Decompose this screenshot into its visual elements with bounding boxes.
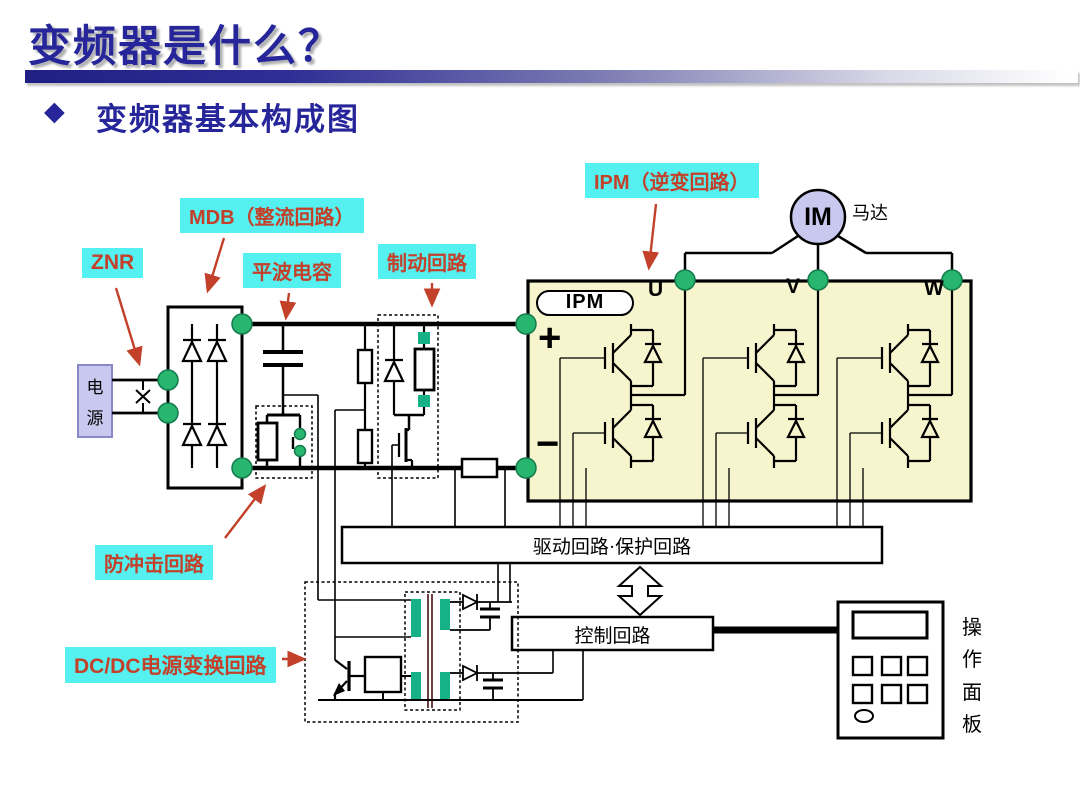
label-mdb: MDB（整流回路） <box>180 198 364 233</box>
relay-contact <box>291 415 302 468</box>
transformer-box <box>404 591 461 711</box>
plus-terminal-label: + <box>538 316 562 360</box>
label-dcdc: DC/DC电源变换回路 <box>65 647 276 683</box>
transformer <box>411 599 450 700</box>
ipm-module <box>526 279 973 527</box>
ipm-name-pill <box>536 290 634 316</box>
znr-varistor <box>135 380 151 413</box>
phase-w-label: W <box>924 277 944 300</box>
section-heading: 变频器基本构成图 <box>96 102 360 137</box>
igbt-leg-w <box>836 324 940 527</box>
motor <box>683 188 954 280</box>
power-source-box <box>77 364 113 438</box>
dcdc-output-upper <box>450 563 512 631</box>
motor-circle <box>789 188 847 246</box>
pwm-control-block <box>363 655 403 694</box>
motor-name: IM <box>804 203 832 231</box>
control-circuit-label: 控制回路 <box>574 626 651 647</box>
sense-lines <box>454 468 506 527</box>
page-title: 变频器是什么？ <box>28 23 343 71</box>
brake-resistor <box>413 347 436 392</box>
label-smoothing-cap: 平波电容 <box>243 253 341 288</box>
bidirectional-arrow-icon <box>616 565 664 617</box>
operation-panel <box>836 600 945 740</box>
inrush-circuit <box>255 405 313 479</box>
label-znr: ZNR <box>82 248 144 278</box>
igbt-leg-u <box>559 324 663 527</box>
ipm-pill-label: IPM <box>565 291 605 313</box>
arrow-smoothing-cap <box>279 292 297 321</box>
dcdc-converter <box>304 563 584 723</box>
arrow-inrush <box>224 484 267 539</box>
power-input <box>77 364 168 438</box>
rectifier-bridge <box>166 305 244 490</box>
title-rule <box>25 70 1078 83</box>
drive-protect-label: 驱动回路·保护回路 <box>532 537 692 558</box>
label-inrush: 防冲击回路 <box>95 545 213 580</box>
bullet-diamond-icon: ◆ <box>44 96 65 126</box>
panel-oval-key <box>854 709 874 723</box>
arrow-ipm <box>642 203 660 271</box>
motor-label: 马达 <box>852 203 888 223</box>
phase-v-label: V <box>786 275 801 298</box>
rectifier-diodes <box>181 338 228 447</box>
panel-display <box>851 610 929 640</box>
smoothing-capacitor <box>263 324 319 600</box>
voltage-divider <box>334 324 374 660</box>
node-dots <box>157 269 963 479</box>
switching-transistor <box>333 659 365 700</box>
label-ipm: IPM（逆变回路） <box>585 163 759 198</box>
operation-panel-label: 操作面板 <box>962 617 982 737</box>
minus-terminal-label: − <box>536 422 560 466</box>
bus-shunt-resistor <box>460 457 499 479</box>
brake-transistor <box>391 428 414 527</box>
igbt-leg-v <box>702 324 806 527</box>
dcdc-output-lower <box>450 650 584 700</box>
panel-keys <box>851 655 929 705</box>
annotation-arrows <box>114 203 660 668</box>
drive-protect-box <box>340 525 884 565</box>
brake-circuit <box>377 314 439 527</box>
arrow-mdb <box>204 237 226 294</box>
transformer-core <box>427 594 433 708</box>
control-box <box>510 615 838 652</box>
phase-u-label: U <box>648 278 664 301</box>
power-source-label: 电源 <box>86 378 104 428</box>
arrow-znr <box>114 287 143 367</box>
label-brake: 制动回路 <box>378 244 476 279</box>
inrush-resistor <box>256 421 279 462</box>
